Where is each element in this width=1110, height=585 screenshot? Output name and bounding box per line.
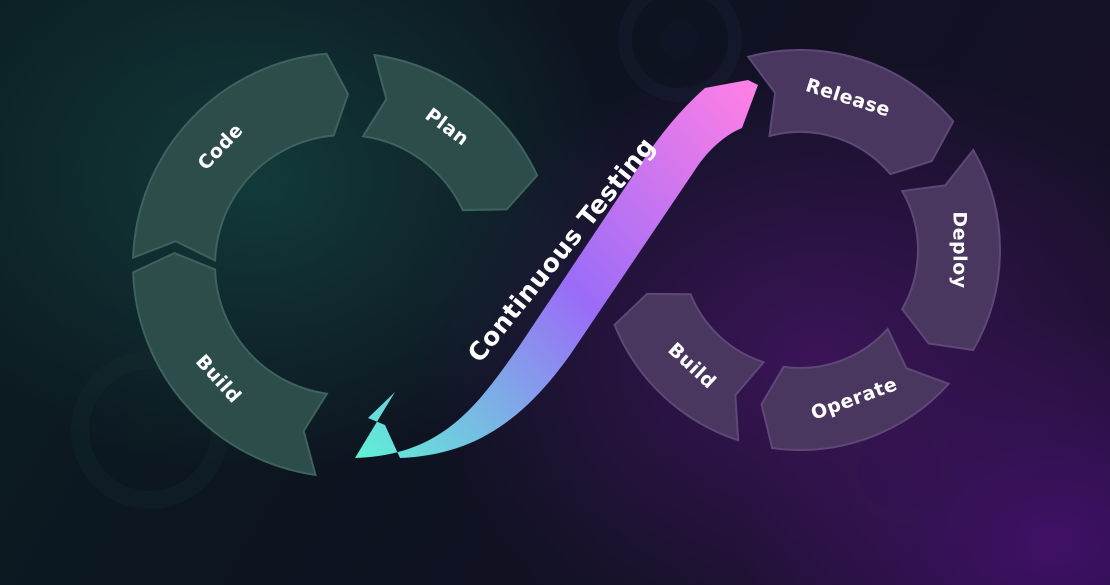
code-segment: Code [132, 52, 350, 263]
code-segment-shape [132, 52, 350, 263]
release-segment: Release [746, 49, 955, 176]
deploy-segment: Deploy [900, 148, 1001, 352]
gear-icon [618, 0, 742, 102]
deploy-segment-shape [900, 148, 1001, 352]
plan-segment-shape [361, 53, 539, 212]
operate-segment-shape [760, 327, 951, 451]
build-left-segment-shape [132, 251, 329, 477]
build-right-segment: Build [613, 292, 766, 442]
operate-segment: Operate [760, 327, 951, 451]
build-right-segment-shape [613, 292, 766, 442]
plan-segment: Plan [361, 53, 539, 212]
deploy-label: Deploy [949, 211, 971, 288]
release-segment-shape [746, 49, 955, 176]
build-left-segment: Build [132, 251, 329, 477]
ribbon-shape [355, 80, 758, 458]
